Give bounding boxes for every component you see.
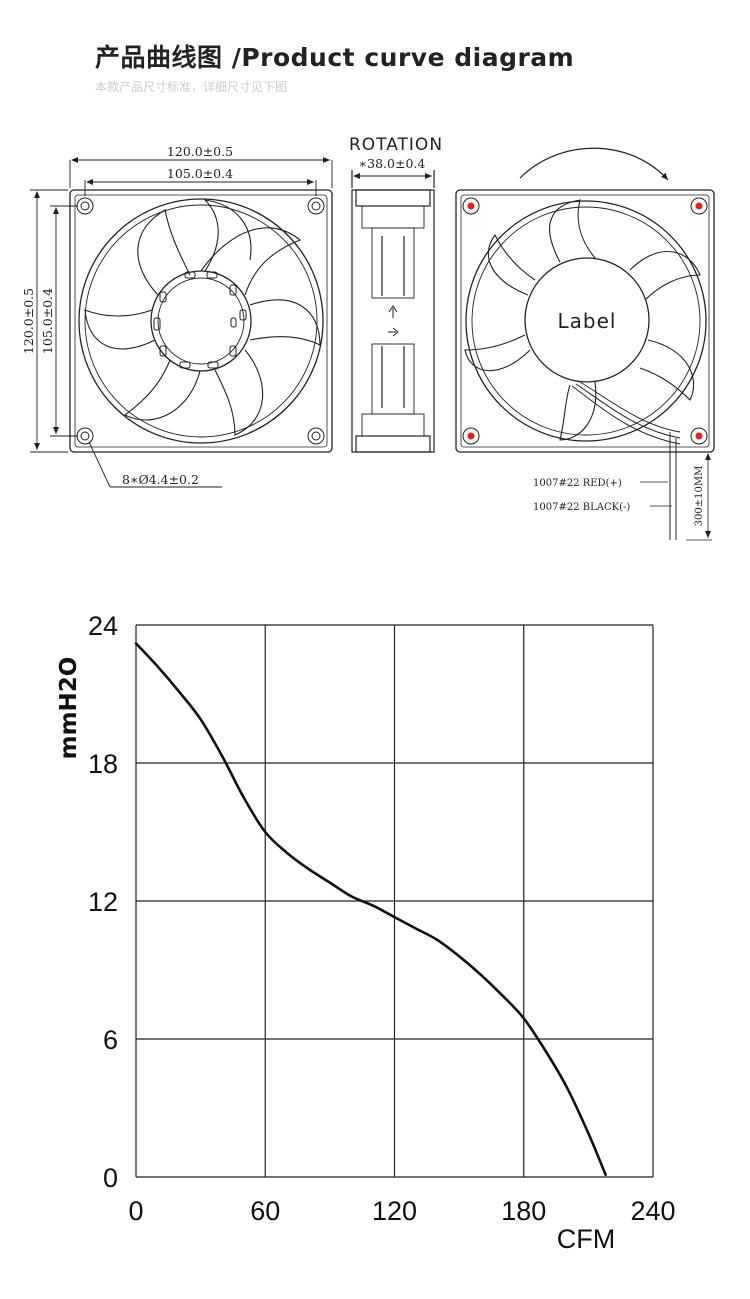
lead-length-dim: 300±10MM [694, 466, 705, 527]
outer-width-dim: 120.0±0.5 [167, 144, 233, 159]
wire-black-label: 1007#22 BLACK(-) [533, 502, 630, 513]
inner-width-dim: 105.0±0.4 [167, 166, 233, 181]
pq-curve [134, 642, 607, 1176]
side-view [351, 170, 435, 453]
y-tick-label: 18 [88, 749, 118, 779]
y-tick-label: 6 [103, 1025, 118, 1055]
x-tick-label: 240 [630, 1196, 675, 1226]
hole-dim: 8∗Ø4.4±0.2 [122, 472, 199, 487]
back-view [455, 147, 715, 541]
y-axis-label: mmH2O [56, 657, 82, 760]
page-subtitle: 本款产品尺寸标准，详细尺寸见下图 [95, 80, 288, 94]
depth-dim: ∗38.0±0.4 [359, 156, 426, 171]
fan-label: Label [558, 309, 617, 333]
rotation-label: ROTATION [349, 135, 443, 155]
wire-red-label: 1007#22 RED(+) [533, 478, 622, 489]
front-view [69, 189, 333, 453]
x-tick-label: 180 [501, 1196, 546, 1226]
y-tick-label: 24 [88, 611, 118, 641]
fan-drawing: 120.0±0.5 105.0±0.4 120.0±0.5 105.0±0.4 … [21, 135, 715, 541]
x-tick-label: 120 [372, 1196, 417, 1226]
y-tick-label: 12 [88, 887, 118, 917]
y-tick-label: 0 [103, 1163, 118, 1193]
inner-height-dim: 105.0±0.4 [40, 288, 55, 354]
x-tick-label: 0 [128, 1196, 143, 1226]
outer-height-dim: 120.0±0.5 [21, 288, 36, 354]
page-title: 产品曲线图 /Product curve diagram [95, 43, 575, 72]
x-axis-label: CFM [557, 1224, 615, 1254]
x-tick-label: 60 [250, 1196, 280, 1226]
